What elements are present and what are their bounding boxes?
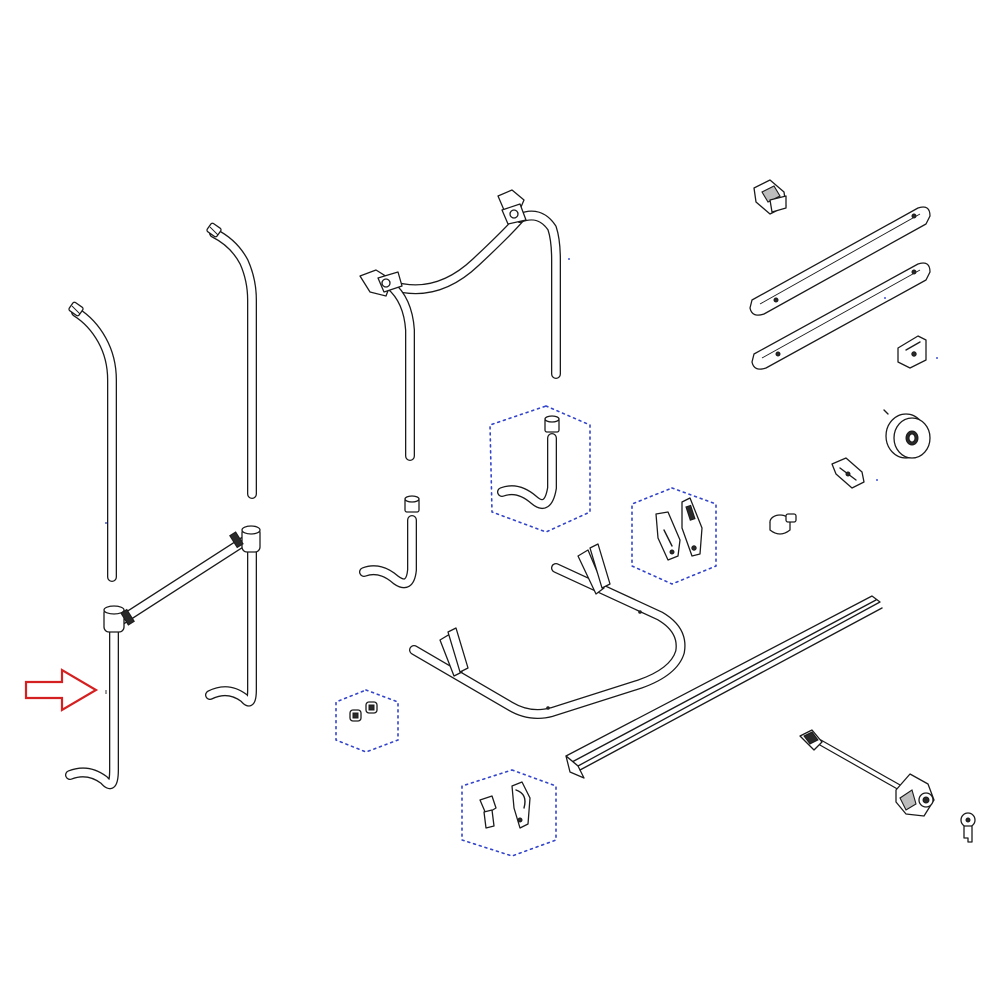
reference-marks (105, 258, 938, 524)
plug-kit (335, 689, 399, 753)
profile-rail (565, 595, 883, 779)
end-cap (753, 179, 787, 215)
arm-bar-lower (751, 262, 931, 370)
foot-tube (359, 495, 420, 589)
upright-tube-middle (206, 222, 257, 499)
key-icon (960, 812, 976, 843)
tape-roll (883, 409, 931, 459)
bottom-support-frame (409, 543, 686, 719)
foot-tube-kit (489, 405, 591, 533)
bracket-small (897, 335, 927, 369)
clip-fitting (831, 457, 865, 489)
left-u-frame (65, 525, 261, 790)
arrow-right-outline-icon (24, 668, 99, 712)
lock-rod-assembly (799, 729, 935, 817)
clamp-kit (461, 769, 557, 857)
top-frame (359, 189, 561, 461)
strap-kit (631, 487, 717, 585)
knob-fitting (769, 513, 797, 535)
upright-tube-left (68, 301, 117, 582)
arm-bar-upper (749, 206, 931, 316)
